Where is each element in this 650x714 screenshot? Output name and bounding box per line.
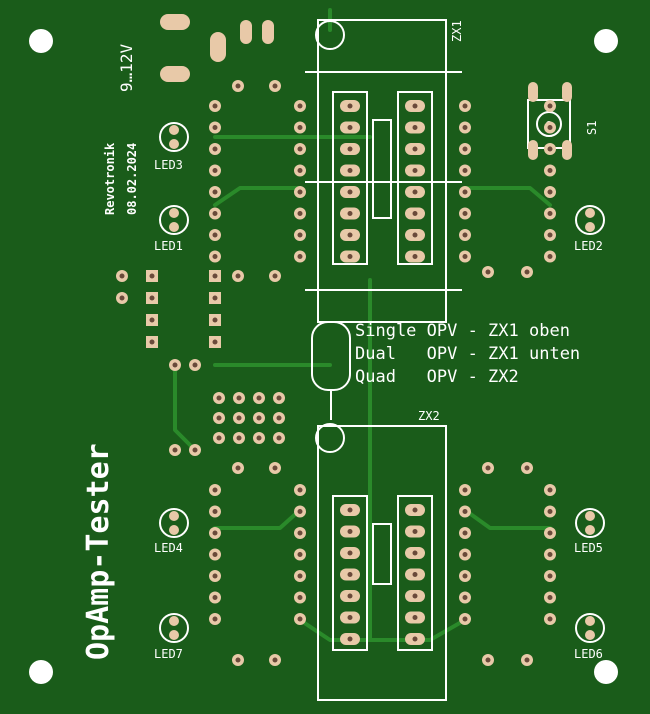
power-connector xyxy=(160,14,274,82)
led3: LED3 xyxy=(154,122,189,172)
led6: LED6 xyxy=(574,613,605,661)
led2-label: LED2 xyxy=(574,239,603,253)
note-quad: Quad OPV - ZX2 xyxy=(355,367,519,387)
zx2-label: ZX2 xyxy=(418,409,440,423)
notes-block: Single OPV - ZX1 oben Dual OPV - ZX1 unt… xyxy=(355,321,580,387)
date-label: 08.02.2024 xyxy=(125,143,139,215)
led7-label: LED7 xyxy=(154,647,183,661)
s1-label: S1 xyxy=(585,121,599,135)
led5: LED5 xyxy=(574,508,605,555)
solder-pads xyxy=(116,80,556,666)
voltage-label: 9…12V xyxy=(117,43,136,92)
led4: LED4 xyxy=(154,508,189,555)
note-dual: Dual OPV - ZX1 unten xyxy=(355,344,580,364)
board-title: OpAmp-Tester xyxy=(81,443,116,660)
led3-label: LED3 xyxy=(154,158,183,172)
led1: LED1 xyxy=(154,205,189,253)
note-single: Single OPV - ZX1 oben xyxy=(355,321,570,341)
copper-traces xyxy=(173,8,552,642)
led2: LED2 xyxy=(574,205,605,253)
zx2-socket: ZX2 xyxy=(315,409,447,701)
led6-label: LED6 xyxy=(574,647,603,661)
zx1-socket: ZX1 xyxy=(305,19,464,323)
led1-label: LED1 xyxy=(154,239,183,253)
capacitor-outline xyxy=(311,321,351,420)
brand-label: Revotronik xyxy=(103,142,117,215)
mounting-holes xyxy=(29,29,618,684)
switch-s1: S1 xyxy=(527,82,599,160)
zx1-label: ZX1 xyxy=(450,20,464,42)
led7: LED7 xyxy=(154,613,189,661)
led4-label: LED4 xyxy=(154,541,183,555)
led5-label: LED5 xyxy=(574,541,603,555)
